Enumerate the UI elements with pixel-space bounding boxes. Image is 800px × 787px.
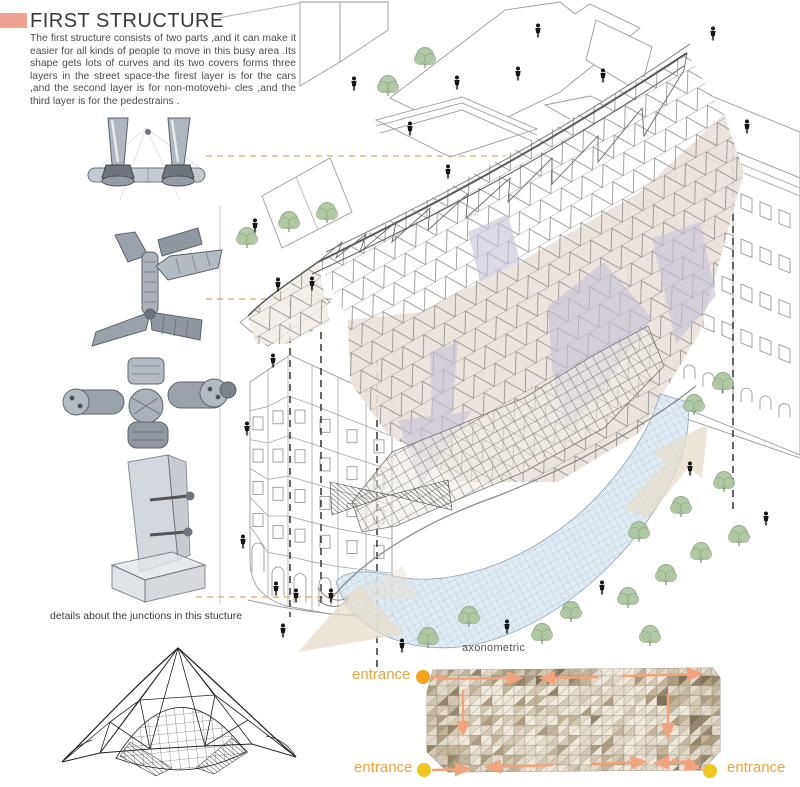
entrance-dot-bottom-right — [703, 764, 717, 778]
detail-sketch-foundation — [110, 454, 207, 603]
entrance-label-top: entrance — [352, 666, 411, 683]
canopy-structure — [247, 43, 744, 649]
description-paragraph: The first structure consists of two part… — [30, 33, 296, 107]
entrance-dot-top — [416, 670, 430, 684]
axonometric-label: axonometric — [462, 642, 526, 654]
entrance-label-bottom-right: entrance — [727, 759, 786, 776]
details-caption: details about the junctions in this stuc… — [50, 610, 243, 622]
entrance-label-bottom-left: entrance — [354, 759, 413, 776]
detail-sketch-feet — [87, 117, 206, 201]
title-accent-block — [0, 13, 27, 28]
wireframe-elevation — [61, 647, 297, 777]
ground-arrows — [298, 424, 708, 652]
plan-arrows — [430, 667, 704, 777]
detail-sketch-tubes — [91, 227, 223, 347]
junction-detail-sketches — [62, 117, 237, 603]
page-title: FIRST STRUCTURE — [30, 10, 224, 32]
plan-tiles — [427, 668, 720, 772]
plan-view — [416, 667, 721, 778]
detail-sketch-node — [62, 357, 237, 449]
entrance-dot-bottom-left — [417, 763, 431, 777]
main-axonometric-drawing — [196, 1, 800, 668]
